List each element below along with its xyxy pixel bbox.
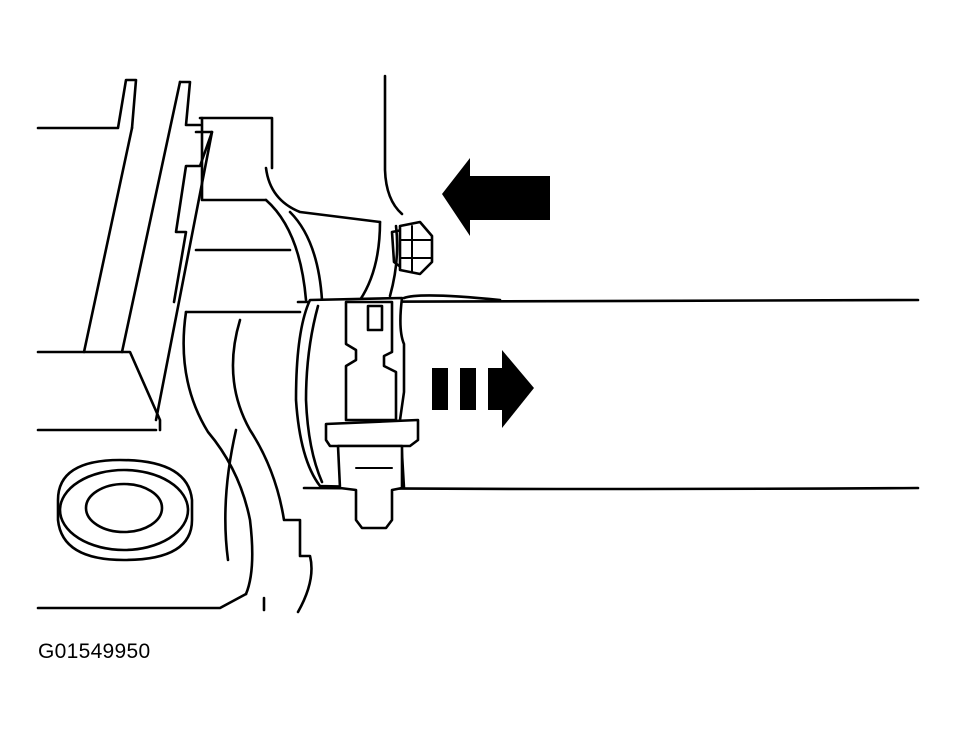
- grommet: [56, 458, 194, 562]
- arrow-left-solid-icon: [442, 158, 550, 236]
- arrow-right-dashed-icon: [432, 350, 534, 428]
- bolt: [390, 220, 434, 276]
- figure-id-label: G01549950: [38, 640, 151, 663]
- hose-clamp: [294, 296, 420, 530]
- mounting-bracket: [36, 74, 404, 614]
